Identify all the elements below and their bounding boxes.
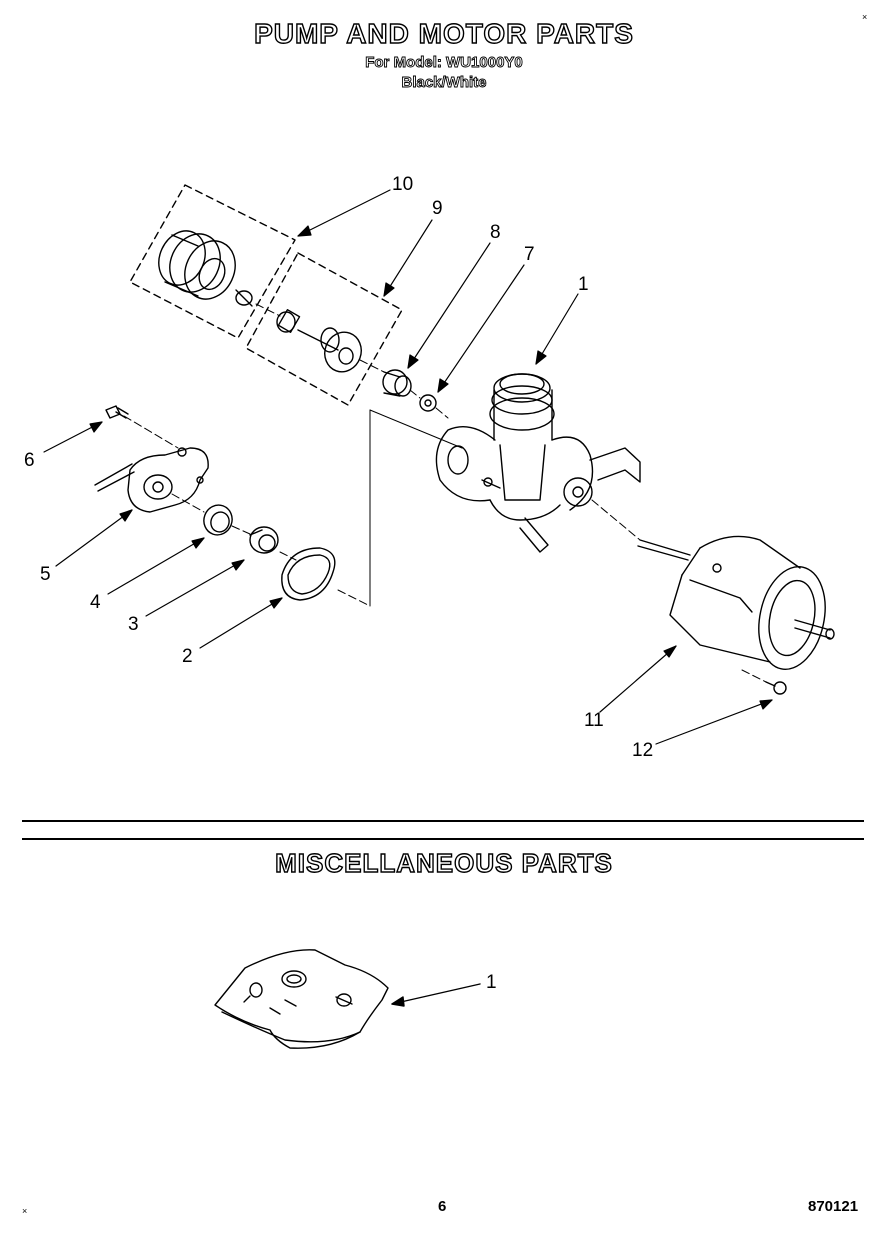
corner-mark-bottom-left: × xyxy=(22,1206,28,1216)
callout-12: 12 xyxy=(632,740,654,761)
model-subtitle: For Model: WU1000Y0 xyxy=(365,54,523,72)
part-8-bushing xyxy=(382,369,412,397)
callout-8: 8 xyxy=(490,222,501,243)
part-5-pump-cover xyxy=(94,447,209,513)
misc-section-title: MISCELLANEOUS PARTS xyxy=(274,847,613,878)
callout-6: 6 xyxy=(24,450,35,471)
page-number: 6 xyxy=(438,1198,447,1215)
leader-arrows xyxy=(43,189,773,745)
part-3-grommet xyxy=(249,526,279,554)
part-2-gasket xyxy=(281,547,336,601)
misc-part-1-hardware-bag xyxy=(214,949,481,1049)
callout-11: 11 xyxy=(584,710,604,731)
callout-5: 5 xyxy=(40,564,51,585)
part-12-screw xyxy=(765,681,787,695)
page-title: PUMP AND MOTOR PARTS xyxy=(253,17,634,49)
callout-7: 7 xyxy=(524,244,535,265)
color-subtitle: Black/White xyxy=(401,74,487,92)
document-code: 870121 xyxy=(808,1198,859,1215)
part-10-impeller-assembly xyxy=(129,184,296,339)
misc-callout-1: 1 xyxy=(486,972,497,993)
callout-9: 9 xyxy=(432,198,443,219)
part-6-screw xyxy=(105,405,129,419)
section-divider-bottom xyxy=(22,838,864,840)
part-9-seal-assembly xyxy=(245,252,403,406)
section-divider-top xyxy=(22,820,864,822)
callout-1: 1 xyxy=(578,274,589,295)
callout-2: 2 xyxy=(182,646,193,667)
part-7-washer xyxy=(419,394,437,412)
callout-3: 3 xyxy=(128,614,139,635)
part-1-pump-housing xyxy=(435,373,641,553)
corner-mark-top-right: × xyxy=(862,12,868,22)
assembly-centerlines xyxy=(123,303,767,683)
callout-10: 10 xyxy=(392,174,414,195)
part-4-seal-ring xyxy=(203,504,233,536)
part-11-motor xyxy=(637,535,835,670)
callout-4: 4 xyxy=(90,592,101,613)
